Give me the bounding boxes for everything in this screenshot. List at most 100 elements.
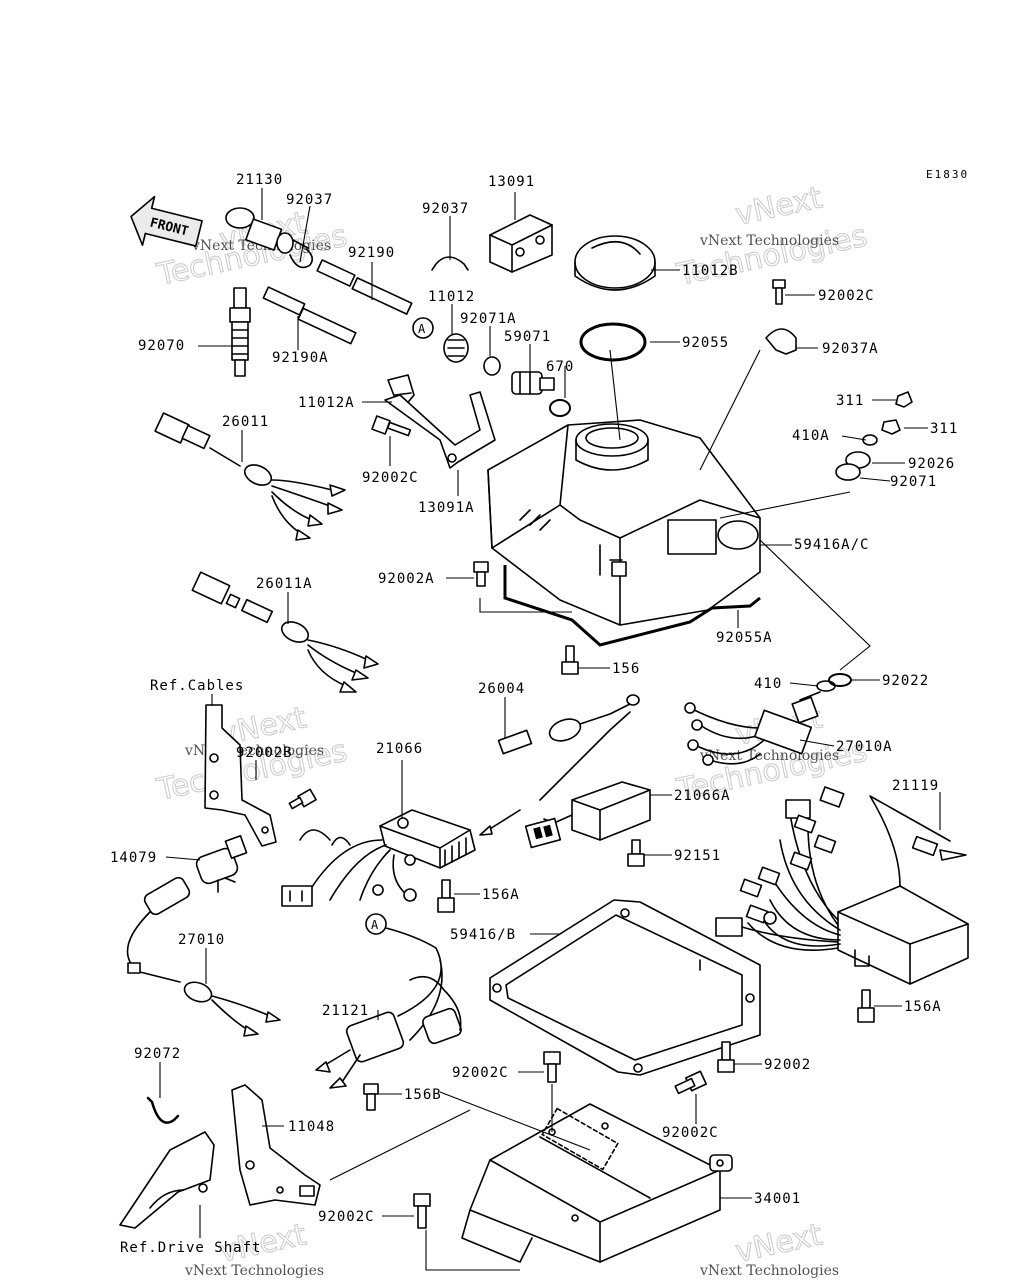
hose-92190a-icon [262,286,357,345]
bolt-92002b-icon [288,788,317,810]
part-14079-icon [195,835,248,893]
label-92037-b: 92037 [422,201,469,217]
ring-670-icon [549,399,571,417]
fitting-59071-icon [511,371,555,395]
label-11012b: 11012B [682,263,739,279]
grommet-92071a-icon [483,356,501,376]
label-92037a: 92037A [822,341,879,357]
lid-59416b-icon [489,899,761,1076]
base-plate-34001-icon [461,1103,733,1263]
label-27010a: 27010A [836,739,893,755]
label-92026: 92026 [908,456,955,472]
label-156a-right: 156A [904,999,942,1015]
label-92002a: 92002A [378,571,435,587]
label-156a-mid: 156A [482,887,520,903]
watermark-small-2: vNext Technologies [699,233,839,249]
callout-a-bottom-icon [365,913,387,935]
hose-92190-icon [316,259,413,315]
label-59416b: 59416/B [450,927,516,943]
callout-a-top-icon [412,317,434,339]
label-92002c-top: 92002C [818,288,875,304]
bolt-156-top-icon [561,645,579,675]
spark-plug-92070-icon [229,287,251,377]
label-26004: 26004 [478,681,525,697]
bolt-92002c-bottom-icon [413,1193,431,1229]
label-21066a: 21066A [674,788,731,804]
bolt-92002c-low-icon [543,1051,561,1083]
gasket-92055a-icon [503,565,761,647]
watermark-big-2b: Technologies [673,219,870,294]
label-92002c-mid: 92002C [362,470,419,486]
harness-26011a-icon [191,571,379,693]
label-13091a: 13091A [418,500,475,516]
bracket-drive-shaft-icon [119,1131,215,1229]
diagram-code: E1830 [926,168,969,181]
label-34001: 34001 [754,1191,801,1207]
label-92002c-bracket: 92002C [662,1125,719,1141]
part-labels: 21130 92037 92037 13091 92190 92190A 920… [110,172,958,1256]
label-92055: 92055 [682,335,729,351]
label-410: 410 [754,676,782,692]
o-ring-92055-icon [579,322,647,362]
label-26011a: 26011A [256,576,313,592]
bolt-92002c-top-icon [772,279,786,305]
label-92190: 92190 [348,245,395,261]
label-26011: 26011 [222,414,269,430]
label-21066: 21066 [376,741,423,757]
label-21119: 21119 [892,778,939,794]
label-311-b: 311 [930,421,958,437]
label-311-a: 311 [836,393,864,409]
callout-a-bottom: A [371,918,379,932]
bracket-cables-icon [204,704,277,847]
label-92002c-bottom: 92002C [318,1209,375,1225]
module-21066a-icon [524,781,651,849]
harness-26011-icon [154,412,346,541]
clamp-92072-icon [146,1096,180,1124]
cap-11012-icon [443,333,469,363]
ref-drive-shaft: Ref.Drive Shaft [120,1240,261,1256]
bracket-13091a-icon [384,391,496,469]
sensor-21130-icon [225,207,309,254]
bracket-13091-icon [489,214,553,273]
label-92002c-low: 92002C [452,1065,509,1081]
label-92055a: 92055A [716,630,773,646]
switch-27010-icon [126,876,281,1037]
watermark-small-6: vNext Technologies [699,1263,839,1279]
bolt-92002c-mid-icon [371,415,412,437]
bolt-156a-mid-icon [437,879,455,913]
washer-92022-icon [828,673,852,687]
label-13091: 13091 [488,174,535,190]
label-92072: 92072 [134,1046,181,1062]
leader-lines [159,188,941,1271]
watermark-big-2: vNext [732,180,825,233]
watermark-big-6: vNext [732,1217,825,1270]
clip-92037a-icon [765,328,797,355]
watermark-small-4: vNext Technologies [699,748,839,764]
regulator-21066-icon [281,809,476,907]
grommet-92071-icon [835,463,861,481]
label-92037-a: 92037 [286,192,333,208]
watermark-small-5: vNext Technologies [184,1263,324,1279]
label-21121: 21121 [322,1003,369,1019]
label-92022: 92022 [882,673,929,689]
label-92071a: 92071A [460,311,517,327]
label-59071: 59071 [504,329,551,345]
label-156b: 156B [404,1087,442,1103]
label-92190a: 92190A [272,350,329,366]
label-92070: 92070 [138,338,185,354]
ignition-coil-21121-icon [315,975,462,1089]
clip-92037-icon [431,256,469,271]
label-59416ac: 59416A/C [794,537,869,553]
nut-311-a-icon [895,391,913,408]
label-92002b: 92002B [236,745,293,761]
bolt-156b-icon [363,1083,379,1111]
clamp-92037-icon [289,248,314,269]
callout-a-top: A [418,322,426,336]
label-92071: 92071 [890,474,937,490]
sensor-26004-icon [479,694,640,836]
bolt-92002a-icon [473,561,489,587]
filler-cap-11012b-icon [574,235,656,291]
hose-a-icon [385,927,443,1041]
ref-cables: Ref.Cables [150,678,244,694]
electric-box-59416ac-icon [487,419,761,626]
